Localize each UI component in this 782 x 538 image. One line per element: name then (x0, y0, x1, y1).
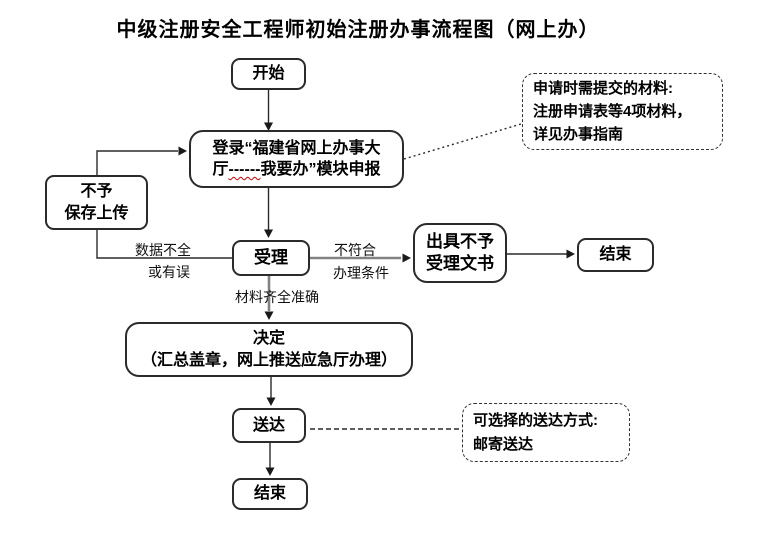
arrowheads (178, 122, 575, 476)
note-materials-line3: 详见办事指南 (533, 126, 624, 144)
node-not-save-line1: 不予 (80, 183, 113, 201)
node-login-line2-dashes: ------ (228, 161, 261, 178)
edge-label-materials-complete: 材料齐全准确 (235, 289, 319, 305)
node-accept: 受理 (232, 240, 310, 276)
node-login: 登录“福建省网上办事大 厅------我要办”模块申报 (189, 130, 404, 188)
node-decide: 决定 （汇总盖章，网上推送应急厅办理） (125, 322, 413, 377)
edge-label-not-meet: 不符合 (334, 242, 376, 258)
node-start-label: 开始 (252, 65, 285, 83)
edge-notsave-login (96, 150, 178, 175)
node-end-top-label: 结束 (599, 246, 632, 264)
node-deliver-label: 送达 (252, 416, 285, 434)
note-required-materials: 申请时需提交的材料: 注册申请表等4项材料， 详见办事指南 (522, 73, 723, 150)
node-not-save: 不予 保存上传 (45, 175, 148, 230)
note-delivery-line1: 可选择的送达方式: (473, 412, 598, 430)
node-issue-line2: 受理文书 (426, 254, 494, 273)
note-materials-line2: 注册申请表等4项材料， (533, 102, 692, 120)
edge-label-conditions: 办理条件 (333, 265, 389, 281)
node-issue-refusal: 出具不予 受理文书 (413, 223, 507, 283)
page-title: 中级注册安全工程师初始注册办事流程图（网上办） (116, 19, 600, 41)
node-decide-line2: （汇总盖章，网上推送应急厅办理） (140, 351, 397, 369)
edge-login-materials-note (403, 123, 522, 160)
node-login-line1: 登录“福建省网上办事大 (212, 139, 381, 157)
edge-label-or-error: 或有误 (148, 264, 190, 280)
node-login-line2: 厅------我要办”模块申报 (213, 159, 381, 180)
note-materials-line1: 申请时需提交的材料: (533, 79, 673, 97)
node-accept-label: 受理 (254, 247, 288, 267)
node-deliver: 送达 (232, 408, 306, 443)
node-issue-line1: 出具不予 (426, 231, 494, 251)
node-end-top: 结束 (577, 238, 654, 272)
node-end-bottom-label: 结束 (253, 485, 286, 503)
node-login-line2-end: 我要办”模块申报 (260, 161, 381, 178)
node-login-line2-start: 厅 (212, 161, 229, 178)
node-not-save-line2: 保存上传 (64, 204, 129, 222)
edge-label-data-incomplete: 数据不全 (135, 242, 191, 258)
note-delivery-line2: 邮寄送达 (473, 435, 534, 453)
edge-accept-notsave (96, 230, 232, 259)
note-delivery-options: 可选择的送达方式: 邮寄送达 (462, 403, 630, 462)
node-end-bottom: 结束 (232, 478, 308, 510)
node-start: 开始 (231, 58, 306, 90)
node-decide-line1: 决定 (252, 330, 285, 348)
